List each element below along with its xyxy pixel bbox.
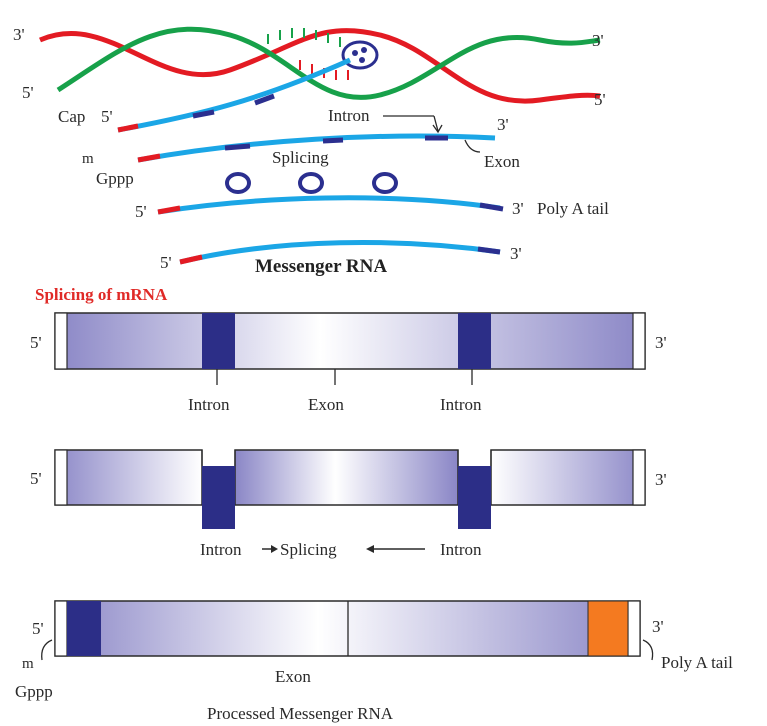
bar3-poly-a: Poly A tail (661, 653, 733, 672)
processed-mrna-bar (41, 600, 654, 661)
arrow-left-icon (366, 545, 425, 553)
processed-mrna-caption: Processed Messenger RNA (207, 704, 394, 723)
rna1-5prime: 5' (101, 107, 113, 126)
dna-5prime-right: 5' (594, 90, 606, 109)
splicing-section-title: Splicing of mRNA (35, 285, 168, 304)
dna-3prime-right: 3' (592, 31, 604, 50)
gppp-label-top: Gppp (96, 169, 134, 188)
dna-3prime-left: 3' (13, 25, 25, 44)
intron-loop-3 (372, 172, 398, 194)
intron-drop-left (202, 466, 235, 529)
splicing-bar (54, 449, 646, 529)
bar3-5prime: 5' (32, 619, 44, 638)
intron-block-left (202, 313, 235, 369)
rna-polymerase-icon (341, 40, 379, 70)
bar3-m: m (22, 656, 34, 672)
intron-block-right (458, 313, 491, 369)
dna-strand-red (39, 28, 601, 104)
bar2-intron-left: Intron (200, 540, 242, 559)
intron-loop-1 (225, 172, 251, 194)
cap-label: Cap (58, 107, 85, 126)
pre-mrna-bar (54, 312, 646, 385)
bar3-gppp: Gppp (15, 682, 53, 701)
rna4-5prime: 5' (160, 253, 172, 272)
intron-label-top: Intron (328, 106, 370, 125)
exon-label-top: Exon (484, 152, 520, 171)
poly-a-block (587, 600, 629, 657)
bar1-5prime: 5' (30, 333, 42, 352)
dna-double-helix (39, 26, 601, 104)
rna-strand-1 (117, 57, 352, 133)
bar1-3prime: 3' (655, 333, 667, 352)
messenger-rna-title: Messenger RNA (255, 256, 387, 277)
base-pair-ticks (267, 28, 341, 47)
rna4-3prime: 3' (510, 244, 522, 263)
bar1-exon: Exon (308, 395, 344, 414)
dna-strand-green (56, 26, 601, 100)
dna-5prime-left: 5' (22, 83, 34, 102)
bar3-3prime: 3' (652, 617, 664, 636)
poly-a-label-top: Poly A tail (537, 199, 609, 218)
splicing-label-top: Splicing (272, 148, 329, 167)
m-label-top: m (82, 151, 94, 167)
bar2-splicing: Splicing (280, 540, 337, 559)
bar1-intron-left: Intron (188, 395, 230, 414)
bar2-3prime: 3' (655, 470, 667, 489)
intron-drop-right (458, 466, 491, 529)
rna-strand-4 (179, 240, 501, 265)
rna-strand-3 (157, 172, 504, 215)
bar2-5prime: 5' (30, 469, 42, 488)
rna2-3prime: 3' (497, 115, 509, 134)
rna-strand-2 (137, 133, 496, 163)
bar3-exon: Exon (275, 667, 311, 686)
arrow-right-icon (262, 545, 278, 553)
bar2-intron-right: Intron (440, 540, 482, 559)
intron-loop-2 (298, 172, 324, 194)
bar1-intron-right: Intron (440, 395, 482, 414)
cap-block (67, 601, 101, 656)
rna3-3prime: 3' (512, 199, 524, 218)
rna3-5prime: 5' (135, 202, 147, 221)
